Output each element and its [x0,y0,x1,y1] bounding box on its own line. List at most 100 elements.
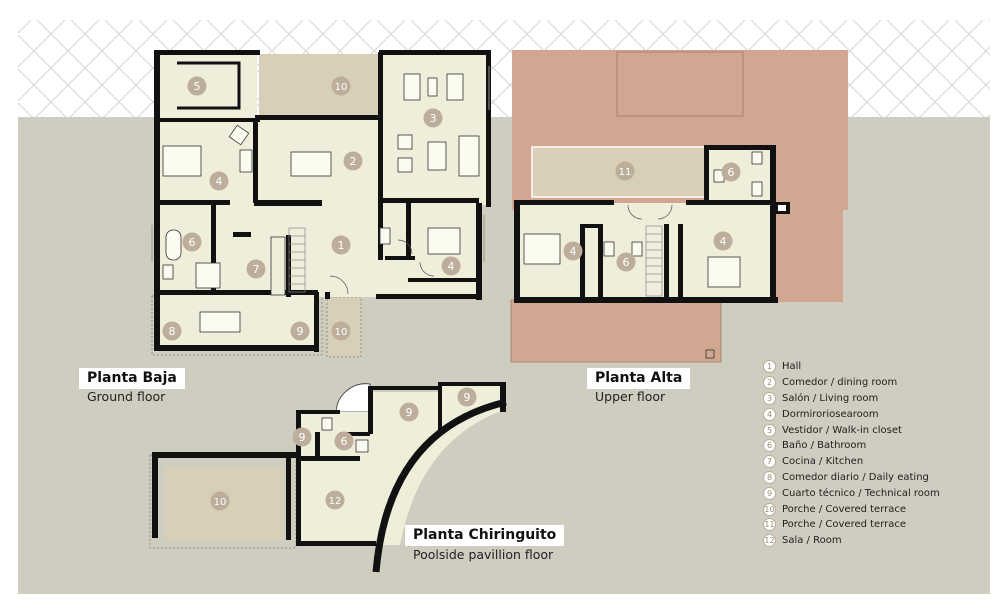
room-badge-ground: 8 [162,321,182,341]
room-badge-circle [290,321,310,341]
legend-label: Hall [782,361,802,373]
room-badge-number: 10 [214,497,227,508]
room-badge-circle [457,387,477,407]
legend-label: Porche / Covered terrace [782,519,907,531]
upper-floor-plan [510,50,848,363]
legend-label: Sala / Room [782,535,842,547]
legend-item: 4 Dormiroriosearoom [763,406,1003,422]
room-badge-ground: 5 [187,76,207,96]
legend-label: Comedor / dining room [782,377,898,389]
room-badge-upper: 11 [615,161,635,181]
room-badge-circle [616,252,636,272]
legend-label: Dormiroriosearoom [782,408,879,420]
room-badge-circle [615,161,635,181]
room-badge-number: 7 [253,263,260,276]
room-badge-circle [162,321,182,341]
room-badge-circle [292,427,312,447]
room-badge-circle [399,402,419,422]
room-badge-ground: 7 [246,259,266,279]
legend-label: Comedor diario / Daily eating [782,471,929,483]
room-badge-ground: 4 [441,256,461,276]
legend-item: 7 Cocina / Kitchen [763,454,1003,470]
legend-item: 3 Salón / Living room [763,391,1003,407]
room-badge-circle [331,76,351,96]
room-badge-number: 1 [338,239,345,252]
room-badge-upper: 6 [721,162,741,182]
legend-item: 6 Baño / Bathroom [763,438,1003,454]
room-badge-circle [209,171,229,191]
legend-label: Cuarto técnico / Technical room [782,487,940,499]
room-badge-number: 6 [623,256,630,269]
room-badge-number: 2 [350,155,357,168]
legend-label: Cocina / Kitchen [782,456,864,468]
legend-number: 8 [763,470,776,484]
room-badge-number: 4 [720,235,727,248]
room-badge-circle [331,321,351,341]
room-badge-ground: 3 [423,108,443,128]
room-badge-circle [210,491,230,511]
legend-number: 9 [763,486,776,500]
room-badge-number: 4 [448,260,455,273]
room-badge-number: 5 [194,80,201,93]
roof-lower [510,299,722,363]
room-badge-circle [713,231,733,251]
room-badge-ground: 4 [209,171,229,191]
room-badge-circle [423,108,443,128]
pavilion-plan [149,382,507,573]
legend-number: 11 [763,518,776,532]
legend-label: Baño / Bathroom [782,440,867,452]
room-badge-ground: 1 [331,235,351,255]
room-badge-number: 6 [341,435,348,448]
upper-floor-title: Planta Alta [587,368,691,389]
pavilion-title: Planta Chiringuito [405,525,565,546]
room-badge-pavilion: 9 [292,427,312,447]
room-badge-circle [334,431,354,451]
legend-number: 2 [763,376,776,390]
ground-floor-plan [151,50,491,358]
legend-number: 3 [763,391,776,405]
room-badge-circle [246,259,266,279]
legend-number: 6 [763,439,776,453]
legend-number: 5 [763,423,776,437]
room-badge-upper: 6 [616,252,636,272]
room-badge-pavilion: 6 [334,431,354,451]
terrace-rear [259,54,378,116]
room-badge-number: 11 [619,167,632,178]
legend-item: 11 Porche / Covered terrace [763,517,1003,533]
legend-number: 7 [763,455,776,469]
pavilion-subtitle: Poolside pavillion floor [413,547,554,562]
room-badge-number: 10 [335,82,348,93]
legend-label: Porche / Covered terrace [782,503,907,515]
room-badge-number: 9 [464,391,471,404]
legend-label: Salón / Living room [782,392,879,404]
room-badge-number: 4 [570,245,577,258]
upper-floor-subtitle: Upper floor [595,389,666,404]
legend-item: 9 Cuarto técnico / Technical room [763,485,1003,501]
room-badge-number: 12 [329,496,342,507]
room-badge-circle [325,490,345,510]
room-badge-ground: 10 [331,76,351,96]
room-badge-number: 10 [335,327,348,338]
room-badge-circle [182,232,202,252]
room-badge-pavilion: 10 [210,491,230,511]
legend-number: 4 [763,407,776,421]
room-badge-pavilion: 9 [399,402,419,422]
room-badge-number: 9 [297,325,304,338]
room-badge-circle [721,162,741,182]
room-badge-number: 6 [728,166,735,179]
room-badge-number: 4 [216,175,223,188]
ground-floor-title: Planta Baja [79,368,185,389]
room-badge-circle [441,256,461,276]
legend-item: 8 Comedor diario / Daily eating [763,470,1003,486]
room-badge-circle [331,235,351,255]
room-badge-ground: 6 [182,232,202,252]
room-badge-number: 6 [189,236,196,249]
legend-number: 12 [763,534,776,548]
room-badge-pavilion: 12 [325,490,345,510]
room-badge-number: 8 [169,325,176,338]
